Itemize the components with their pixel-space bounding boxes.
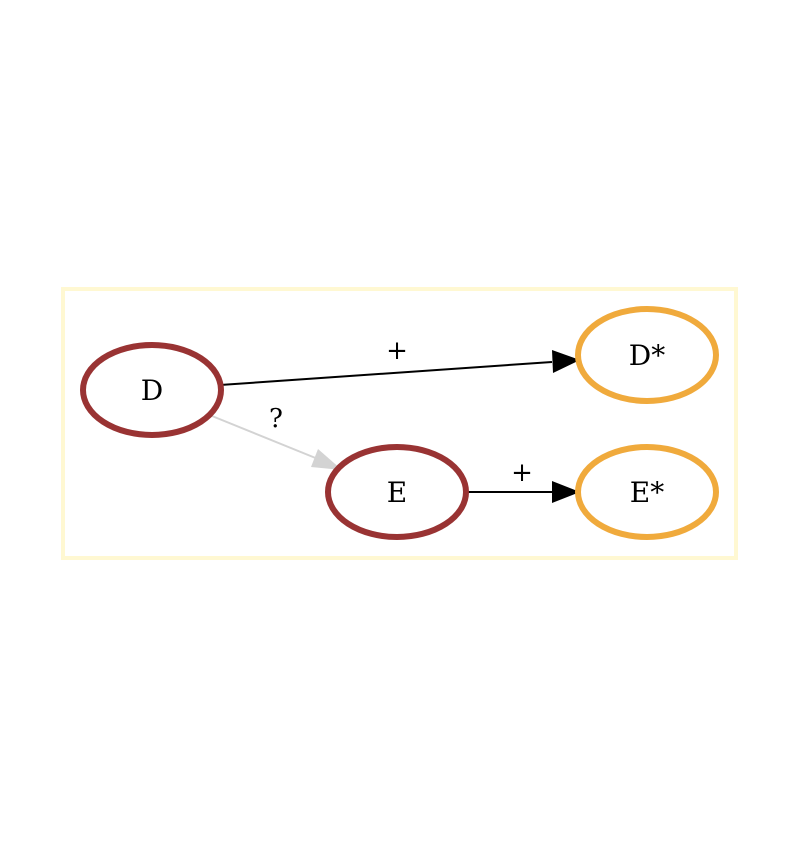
- edge-e-to-e-star: +: [467, 458, 580, 503]
- node-e[interactable]: E: [325, 444, 469, 540]
- node-e-star[interactable]: E*: [575, 444, 719, 540]
- node-label-d-star: D*: [629, 339, 665, 372]
- edge-d-to-d-star: +: [219, 336, 580, 386]
- edge-d-to-e: ?: [211, 404, 342, 470]
- node-d-star[interactable]: D*: [575, 306, 719, 404]
- edge-label-e-to-e-star: +: [511, 458, 533, 488]
- node-label-d: D: [141, 374, 163, 407]
- node-label-e-star: E*: [630, 476, 664, 509]
- node-d[interactable]: D: [80, 342, 224, 438]
- edge-label-d-to-e: ?: [269, 404, 283, 434]
- cluster-box: [61, 287, 738, 560]
- edge-label-d-to-d-star: +: [386, 336, 408, 366]
- node-label-e: E: [387, 476, 407, 509]
